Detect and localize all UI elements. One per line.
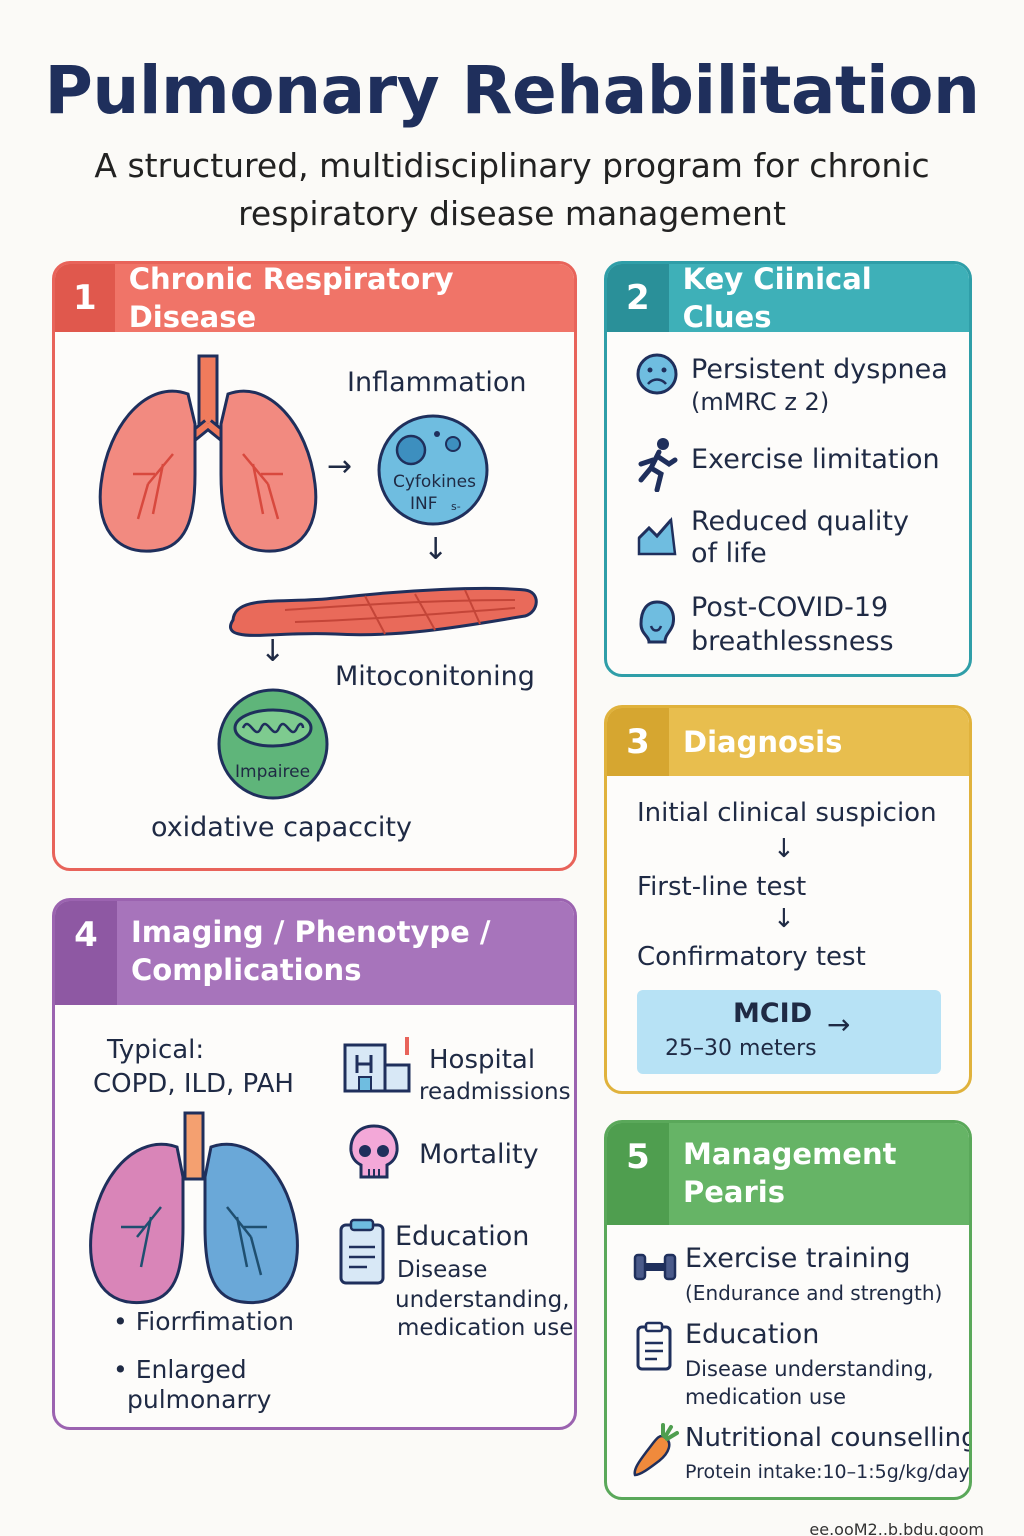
clue-1-line1: Persistent dyspnea — [691, 354, 948, 385]
typical-label: Typical: — [107, 1035, 205, 1065]
panel-3-header: 3 Diagnosis — [607, 708, 969, 776]
sad-face-icon — [636, 353, 678, 395]
mcid-title: MCID — [733, 998, 813, 1029]
phenotype-lungs-icon — [89, 1111, 299, 1304]
phenotype-education-line3: medication use — [397, 1315, 574, 1341]
impaired-label: Impairee — [235, 762, 311, 782]
panel-4-header: 4 Imaging / Phenotype / Complications — [55, 901, 574, 1005]
phenotype-bullet-1-text: Fiorrfimation — [135, 1307, 294, 1336]
clipboard-icon-2 — [636, 1321, 672, 1371]
inf-suffix-label: s- — [451, 500, 461, 513]
running-person-icon — [638, 438, 678, 492]
diagnosis-step-1: Initial clinical suspicion — [637, 798, 937, 828]
clue-3-line2: of life — [691, 538, 767, 569]
dumbbell-icon — [633, 1253, 677, 1281]
phenotype-education-title: Education — [395, 1221, 530, 1252]
inf-label: INF — [410, 494, 438, 514]
panel-5-title-line2: Pearis — [683, 1175, 785, 1209]
management-education-line2: medication use — [685, 1385, 847, 1409]
clue-4-line1: Post-COVID-19 — [691, 592, 889, 623]
clipboard-icon — [339, 1218, 385, 1285]
panel-5-number: 5 — [607, 1123, 669, 1225]
panel-5-title-block: Management Pearis — [669, 1123, 896, 1211]
arrow-down-icon: ↓ — [423, 532, 449, 567]
muscle-fiber-icon — [229, 586, 538, 637]
cytokine-cell-icon — [377, 414, 489, 526]
hospital-icon — [343, 1037, 411, 1093]
panel-1-number: 1 — [55, 264, 115, 332]
cytokines-label: Cyfokines — [393, 472, 476, 492]
mitochondria-label: Mitoconitoning — [335, 661, 535, 692]
panel-5-title-line1: Management — [683, 1137, 897, 1171]
panel-diagnosis: 3 Diagnosis Initial clinical suspicion ↓… — [604, 705, 972, 1094]
diagnosis-step-3: Confirmatory test — [637, 942, 866, 972]
arrow-right-icon: → — [327, 449, 353, 484]
phenotype-bullet-2: • Enlarged — [113, 1355, 247, 1384]
panel-4-title-block: Imaging / Phenotype / Complications — [117, 901, 490, 989]
panel-2-title: Key Ciinical Clues — [682, 262, 872, 334]
panel-1-header: 1 Chronic Respiratory Disease — [55, 264, 574, 334]
clue-4-line2: breathlessness — [691, 626, 894, 657]
clue-3-line1: Reduced quality — [691, 506, 909, 537]
head-breath-icon — [639, 600, 675, 644]
mcid-box: MCID 25–30 meters → — [637, 990, 941, 1074]
management-education-line1: Disease understanding, — [685, 1357, 934, 1381]
mortality-label: Mortality — [419, 1139, 539, 1170]
panel-2-header: 2 Key Ciinical Clues — [607, 264, 969, 334]
panel-1-title: Chronic Respiratory Disease — [128, 262, 454, 334]
nutritional-counselling-title: Nutritional counselling — [685, 1423, 972, 1453]
panel-4-number: 4 — [55, 901, 117, 1005]
mitochondria-icon — [217, 688, 329, 800]
nutritional-counselling-sub: Protein intake:10–1:5g/kg/day — [685, 1461, 970, 1483]
panel-key-clinical-clues: 2 Key Ciinical Clues Persistent dyspnea … — [604, 261, 972, 677]
phenotype-education-line1: Disease — [397, 1257, 488, 1283]
oxidative-capacity-label: oxidative capaccity — [151, 812, 412, 843]
arrow-down-icon-3: ↓ — [773, 834, 795, 864]
footer-text: ee.ooM2..b.bdu.goom — [809, 1520, 984, 1536]
phenotype-bullet-2-text: Enlarged — [135, 1355, 247, 1384]
panel-chronic-respiratory-disease: 1 Chronic Respiratory Disease → Inflamma… — [52, 261, 577, 871]
skull-icon — [349, 1124, 399, 1179]
mcid-value: 25–30 meters — [665, 1036, 817, 1061]
hospital-label-line2: readmissions — [419, 1079, 571, 1105]
panel-5-header: 5 Management Pearis — [607, 1123, 969, 1225]
inflammation-label: Inflammation — [347, 367, 527, 398]
arrow-down-icon-4: ↓ — [773, 904, 795, 934]
panel-3-title: Diagnosis — [683, 725, 843, 759]
hospital-label-line1: Hospital — [429, 1045, 536, 1075]
panel-4-title-line1: Imaging / Phenotype / — [131, 915, 491, 949]
declining-chart-icon — [637, 517, 677, 556]
phenotype-bullet-2-line2: pulmonarry — [127, 1385, 272, 1414]
page-subtitle: A structured, multidisciplinary program … — [94, 146, 930, 233]
exercise-training-sub: (Endurance and strength) — [685, 1281, 943, 1305]
panel-3-number: 3 — [607, 708, 669, 776]
lungs-icon — [98, 354, 318, 553]
phenotype-bullet-1: • Fiorrfimation — [113, 1307, 294, 1336]
panel-imaging-phenotype: 4 Imaging / Phenotype / Complications Ty… — [52, 898, 577, 1430]
arrow-right-icon-2: → — [827, 1008, 851, 1041]
panel-2-number: 2 — [607, 264, 669, 332]
exercise-training-title: Exercise training — [685, 1243, 911, 1274]
diagnosis-step-2: First-line test — [637, 872, 807, 902]
phenotype-education-line2: understanding, — [395, 1287, 570, 1313]
carrot-icon — [633, 1423, 679, 1477]
panel-4-title-line2: Complications — [131, 953, 362, 987]
typical-list: COPD, ILD, PAH — [93, 1069, 294, 1099]
arrow-down-icon-2: ↓ — [260, 634, 286, 669]
page-title: Pulmonary Rehabilitation — [44, 52, 980, 129]
clue-2-line1: Exercise limitation — [691, 444, 940, 475]
management-education-title: Education — [685, 1319, 820, 1350]
panel-management-pearls: 5 Management Pearis Exercise training (E… — [604, 1120, 972, 1500]
clue-1-line2: (mMRC z 2) — [691, 388, 830, 416]
